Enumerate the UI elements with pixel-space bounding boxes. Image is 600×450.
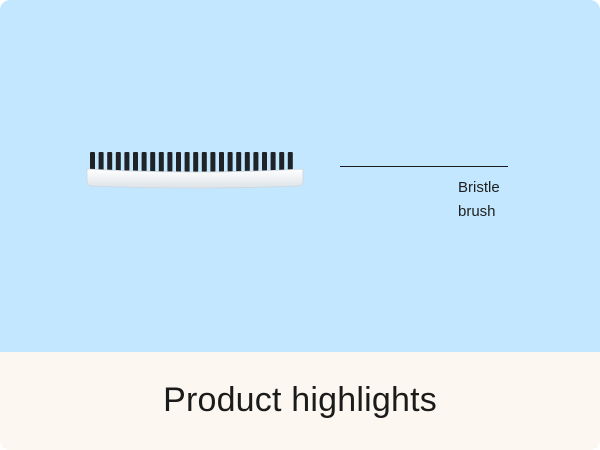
- bristle-tuft: [227, 152, 233, 172]
- bristle-tuft: [253, 152, 259, 172]
- bristle-tuft: [219, 152, 224, 172]
- bristle-tuft: [236, 152, 242, 172]
- bristle-tuft: [184, 152, 190, 172]
- bristle-tuft: [167, 152, 173, 172]
- bristle-tuft: [150, 152, 156, 172]
- bristle-tuft: [210, 152, 216, 172]
- hero-panel: Bristle brush: [0, 0, 600, 352]
- bristle-tuft: [270, 152, 276, 172]
- bristle-tuft: [124, 152, 130, 172]
- bristle-tuft: [287, 152, 293, 172]
- bristle-tuft: [193, 152, 199, 172]
- bristle-tuft: [279, 152, 285, 172]
- callout-label: Bristle brush: [458, 179, 500, 220]
- footer-bar: Product highlights: [0, 352, 600, 450]
- section-title: Product highlights: [163, 380, 437, 419]
- bristle-tuft: [244, 152, 250, 172]
- bristle-tuft: [90, 152, 95, 172]
- bristle-tuft: [98, 152, 104, 172]
- callout-line: [340, 166, 508, 167]
- bristle-tuft: [262, 152, 267, 172]
- bristle-tuft: [115, 152, 121, 172]
- bristle-tuft: [201, 152, 207, 172]
- bristle-tuft: [141, 152, 147, 172]
- bristle-tuft: [107, 152, 113, 172]
- bristles: [90, 152, 293, 172]
- brush-base: [86, 168, 304, 189]
- bristle-tuft: [176, 152, 181, 172]
- bristle-tuft: [158, 152, 164, 172]
- bristle-tuft: [133, 152, 138, 172]
- bristle-brush-image: [86, 152, 304, 189]
